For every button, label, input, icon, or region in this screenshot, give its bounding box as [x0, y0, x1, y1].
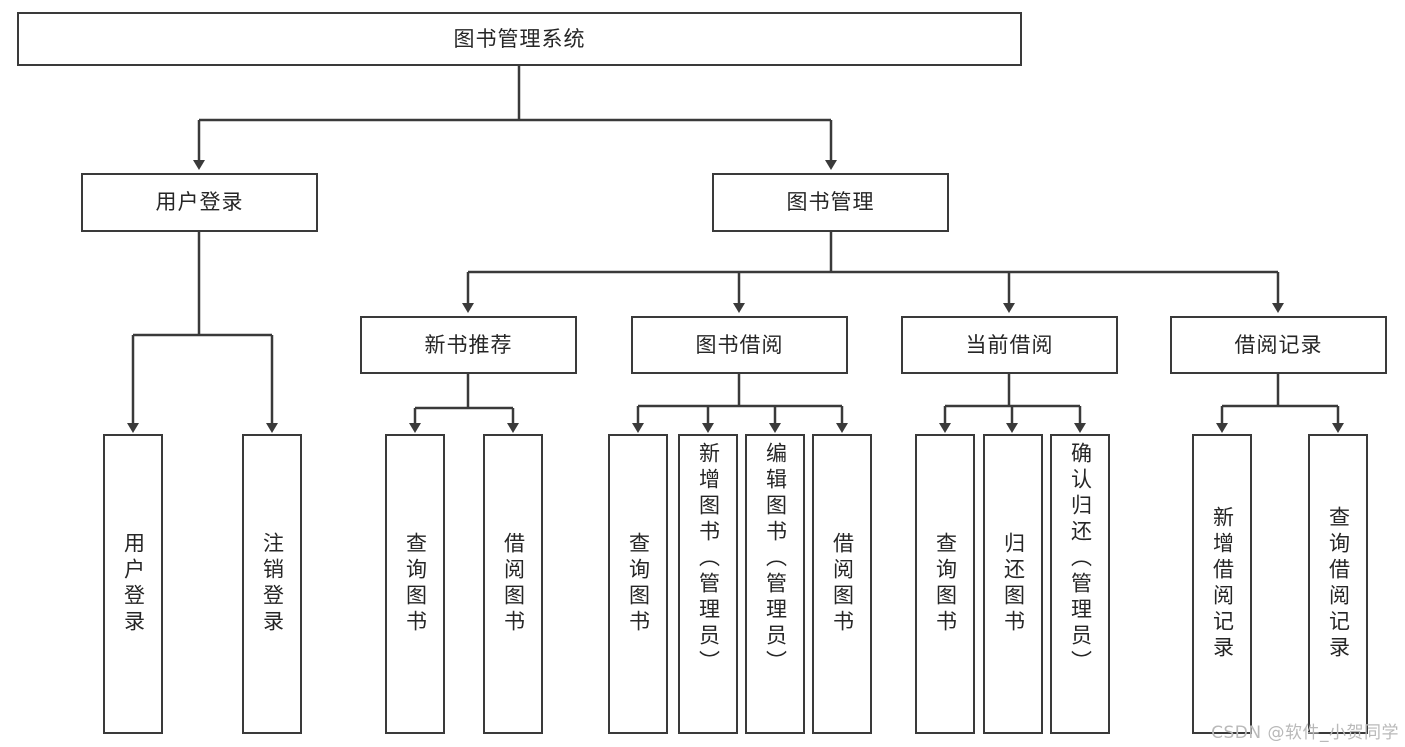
node-user-login[interactable]: 用户登录: [81, 173, 318, 232]
leaf-label: 查询借阅记录: [1326, 506, 1351, 662]
leaf-label: 注销登录: [260, 532, 285, 636]
node-new-book-recommend-label: 新书推荐: [424, 332, 513, 357]
leaf-label: 查询图书: [626, 532, 651, 636]
node-new-book-recommend[interactable]: 新书推荐: [360, 316, 577, 374]
leaf-records-add[interactable]: 新增借阅记录: [1192, 434, 1252, 734]
leaf-label: 归还图书: [1001, 532, 1026, 636]
node-book-borrow[interactable]: 图书借阅: [631, 316, 848, 374]
leaf-label: 借阅图书: [830, 532, 855, 636]
node-current-borrow[interactable]: 当前借阅: [901, 316, 1118, 374]
node-borrow-records-label: 借阅记录: [1234, 332, 1323, 357]
leaf-new-book-borrow[interactable]: 借阅图书: [483, 434, 543, 734]
leaf-current-return-book[interactable]: 归还图书: [983, 434, 1043, 734]
leaf-label: 新增借阅记录: [1210, 506, 1235, 662]
leaf-borrow-query-book[interactable]: 查询图书: [608, 434, 668, 734]
watermark: CSDN @软件_小贺同学: [1211, 723, 1399, 743]
leaf-label: 确认归还（管理员）: [1068, 442, 1093, 676]
leaf-borrow-add-book[interactable]: 新增图书（管理员）: [678, 434, 738, 734]
node-book-management-label: 图书管理: [786, 190, 875, 215]
leaf-label: 新增图书（管理员）: [696, 442, 721, 676]
leaf-user-login-signin[interactable]: 用户登录: [103, 434, 163, 734]
leaf-label: 查询图书: [933, 532, 958, 636]
leaf-user-login-logout[interactable]: 注销登录: [242, 434, 302, 734]
node-root-label: 图书管理系统: [453, 26, 586, 51]
leaf-current-query-book[interactable]: 查询图书: [915, 434, 975, 734]
leaf-records-query[interactable]: 查询借阅记录: [1308, 434, 1368, 734]
leaf-current-confirm-return[interactable]: 确认归还（管理员）: [1050, 434, 1110, 734]
node-user-login-label: 用户登录: [155, 190, 244, 215]
leaf-label: 编辑图书（管理员）: [763, 442, 788, 676]
leaf-new-book-query[interactable]: 查询图书: [385, 434, 445, 734]
leaf-label: 用户登录: [121, 532, 146, 636]
node-current-borrow-label: 当前借阅: [965, 332, 1054, 357]
node-book-management[interactable]: 图书管理: [712, 173, 949, 232]
leaf-borrow-borrow-book[interactable]: 借阅图书: [812, 434, 872, 734]
node-root[interactable]: 图书管理系统: [17, 12, 1022, 66]
leaf-borrow-edit-book[interactable]: 编辑图书（管理员）: [745, 434, 805, 734]
leaf-label: 查询图书: [403, 532, 428, 636]
node-book-borrow-label: 图书借阅: [695, 332, 784, 357]
leaf-label: 借阅图书: [501, 532, 526, 636]
node-borrow-records[interactable]: 借阅记录: [1170, 316, 1387, 374]
